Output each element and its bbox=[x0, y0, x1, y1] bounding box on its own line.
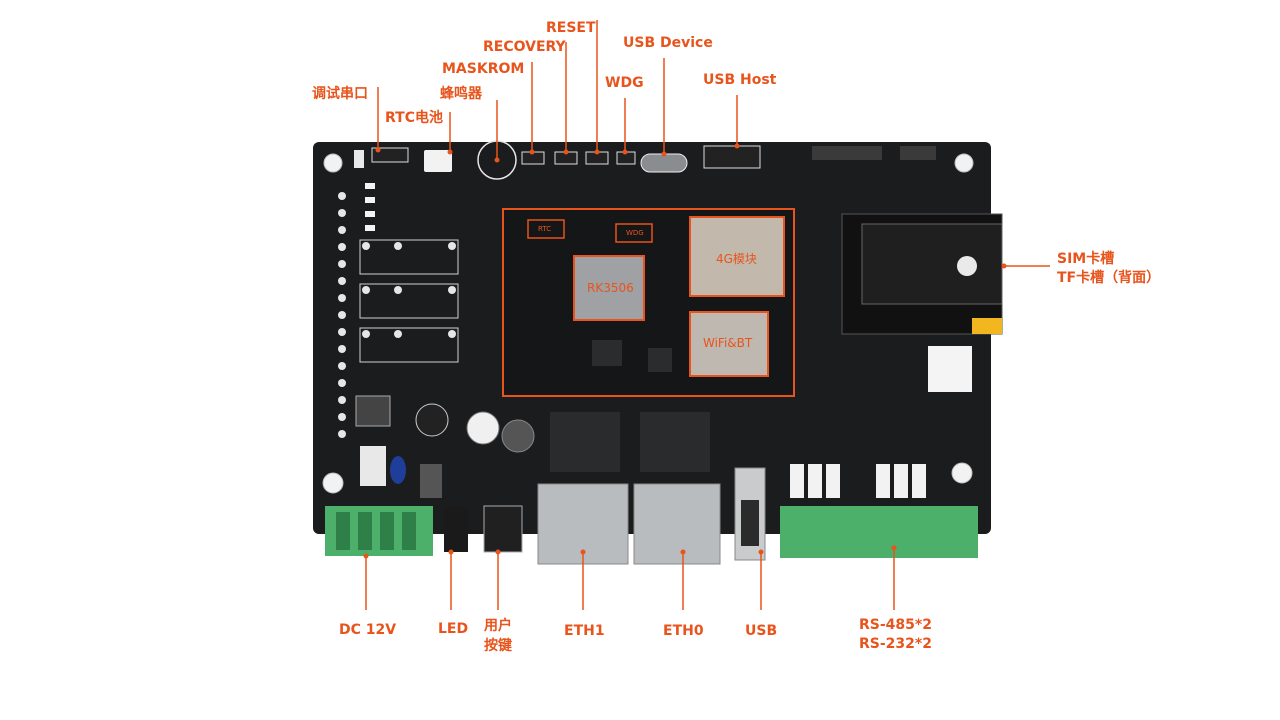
debug-uart-part bbox=[354, 150, 364, 168]
fpc-connector bbox=[812, 146, 882, 160]
led-part bbox=[444, 506, 468, 552]
label-dc12v: DC 12V bbox=[339, 622, 397, 638]
wdg-chip-label: WDG bbox=[626, 229, 644, 237]
inductor bbox=[501, 419, 535, 453]
label-rtc-battery: RTC电池 bbox=[385, 110, 443, 126]
ic bbox=[592, 340, 622, 366]
label-eth1: ETH1 bbox=[564, 623, 605, 639]
label-rs485: RS-485*2 bbox=[859, 617, 932, 633]
debug-uart-header bbox=[371, 147, 409, 163]
fuse bbox=[355, 395, 391, 427]
soc-chip bbox=[573, 255, 645, 321]
mount-hole bbox=[323, 153, 343, 173]
usb-host-header bbox=[703, 145, 761, 169]
label-usb-host: USB Host bbox=[703, 72, 777, 88]
label-maskrom: MASKROM bbox=[442, 61, 525, 77]
label-rs232: RS-232*2 bbox=[859, 636, 932, 652]
rtc-chip-label: RTC bbox=[538, 225, 552, 233]
user-key-part bbox=[483, 505, 523, 553]
label-eth0: ETH0 bbox=[663, 623, 704, 639]
label-reset: RESET bbox=[546, 20, 596, 36]
leader-lines bbox=[365, 20, 1050, 610]
wifi-bt-chip bbox=[689, 311, 769, 377]
ic bbox=[648, 348, 672, 372]
eth0-transformer bbox=[640, 412, 710, 472]
label-buzzer: 蜂鸣器 bbox=[440, 86, 482, 102]
mount-hole bbox=[322, 472, 344, 494]
soc-chip-label: RK3506 bbox=[587, 281, 634, 295]
rtc-battery-connector bbox=[424, 150, 452, 172]
mount-hole bbox=[951, 462, 973, 484]
fpc-connector bbox=[900, 146, 936, 160]
slot-latch bbox=[972, 318, 1002, 334]
rs485-rs232-terminal bbox=[780, 506, 978, 558]
label-debug-uart: 调试串口 bbox=[312, 86, 368, 102]
label-user-key-2: 按键 bbox=[484, 638, 512, 654]
tvs bbox=[360, 446, 386, 486]
capacitor bbox=[466, 411, 500, 445]
capacitor bbox=[415, 403, 449, 437]
label-tf-slot: TF卡槽（背面） bbox=[1057, 270, 1161, 286]
rtc-chip bbox=[527, 219, 565, 239]
wifi-bt-label: WiFi&BT bbox=[703, 336, 753, 350]
eth0-jack bbox=[633, 483, 721, 565]
relay-footprints bbox=[359, 239, 459, 363]
label-led: LED bbox=[438, 621, 469, 637]
label-wdg: WDG bbox=[605, 75, 644, 91]
capacitor-blue bbox=[390, 456, 406, 484]
label-user-key-1: 用户 bbox=[484, 618, 512, 634]
label-usb: USB bbox=[745, 623, 778, 639]
left-pad-column bbox=[338, 192, 346, 438]
4g-module-chip bbox=[689, 216, 785, 297]
usb-c-port bbox=[640, 153, 688, 173]
label-recovery: RECOVERY bbox=[483, 39, 566, 55]
label-sim-slot: SIM卡槽 bbox=[1057, 251, 1115, 267]
inductor bbox=[420, 464, 442, 498]
4g-module-label: 4G模块 bbox=[716, 252, 757, 266]
label-usb-device: USB Device bbox=[623, 35, 713, 51]
indicator-leds bbox=[365, 183, 375, 231]
wdg-chip bbox=[615, 223, 653, 243]
qr-sticker bbox=[928, 346, 972, 392]
eth1-transformer bbox=[550, 412, 620, 472]
mount-hole bbox=[954, 153, 974, 173]
